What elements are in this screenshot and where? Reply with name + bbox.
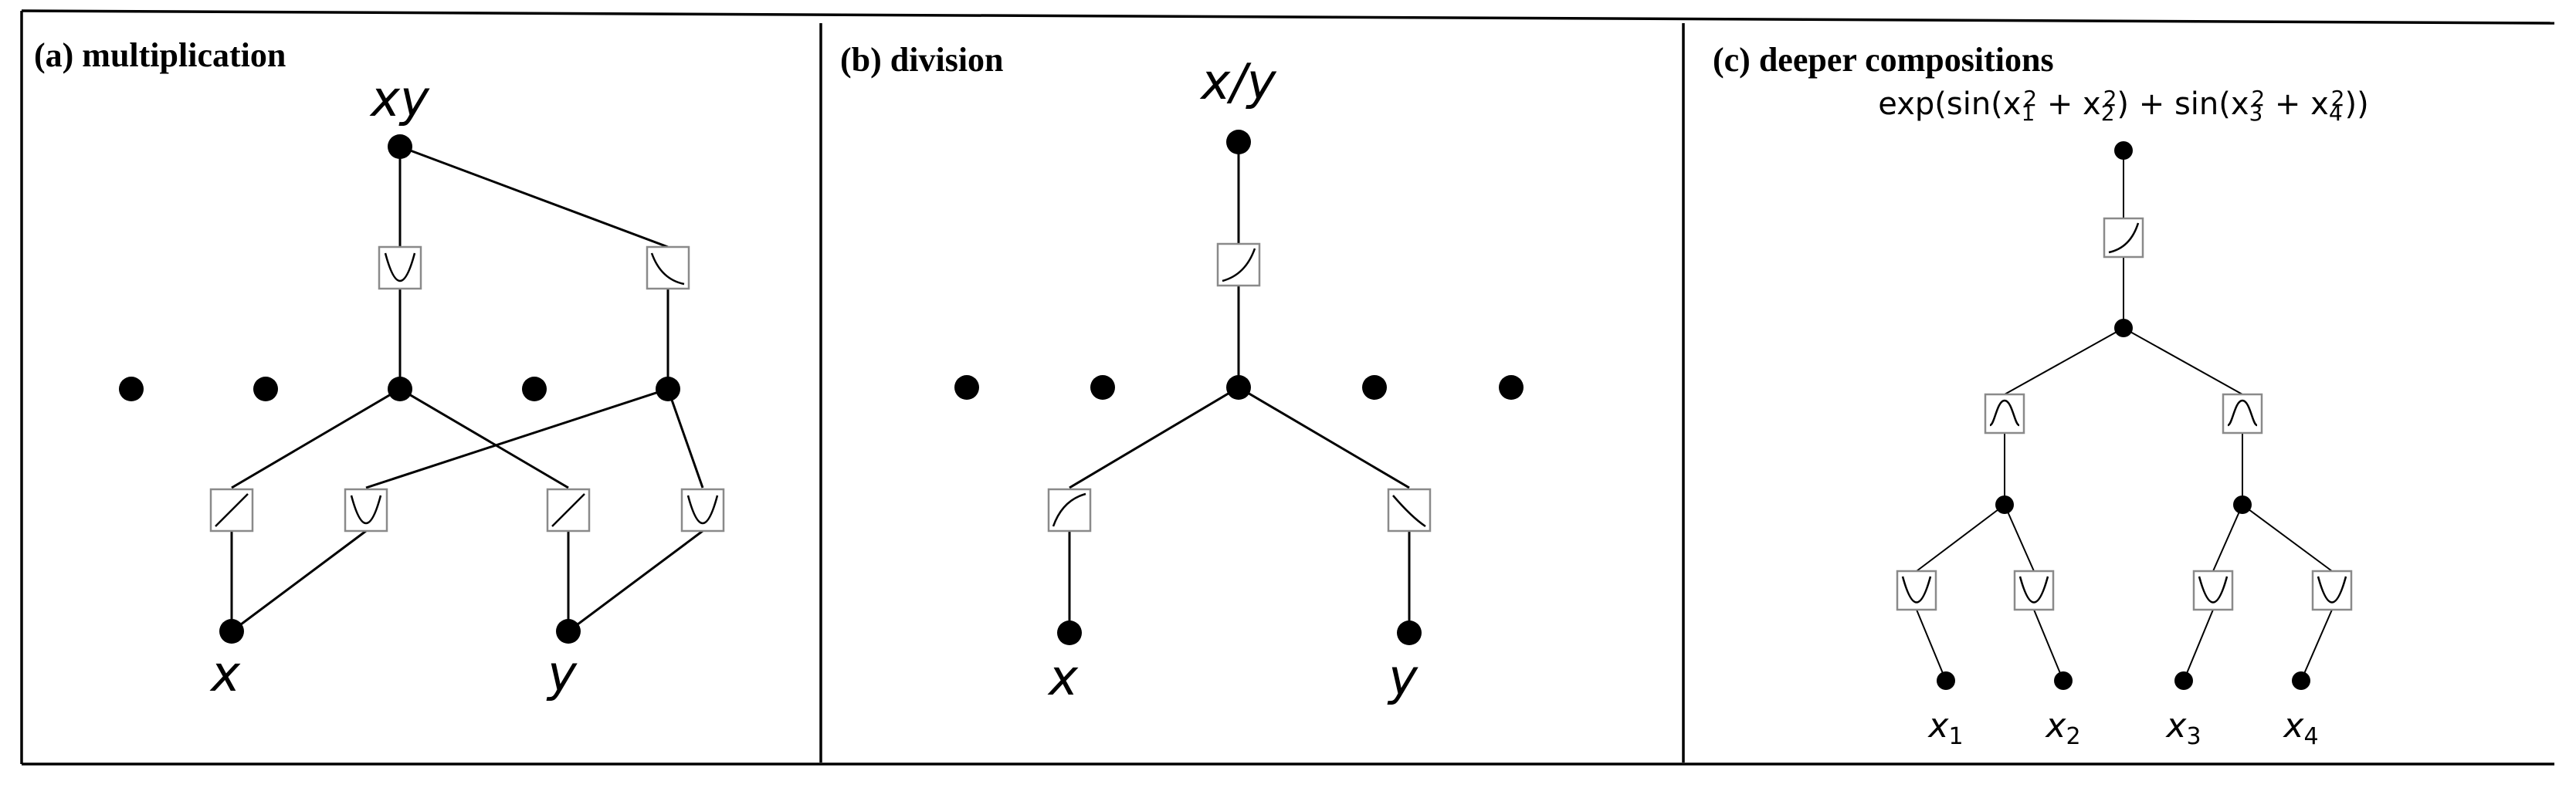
rising-curve-icon: [1052, 492, 1086, 527]
panel-title: (b) division: [840, 41, 1004, 79]
quadratic-icon: [2018, 576, 2049, 604]
panel-deeper-compositions: (c) deeper compositions exp(sin(x12 + x2…: [1713, 41, 2369, 750]
node: [2114, 319, 2133, 337]
input-label-x1: x1: [1927, 706, 1963, 750]
nodes: [1937, 141, 2310, 690]
input-label-x: x: [209, 646, 241, 703]
node: [1937, 671, 1955, 690]
activation-box: [646, 245, 690, 290]
node: [2174, 671, 2193, 690]
node: [2233, 495, 2252, 514]
nodes: [119, 134, 680, 644]
panel-division: (b) division x/y: [840, 41, 1524, 707]
formula: exp(sin(x12 + x22) + sin(x32 + x42)): [1878, 86, 2368, 125]
sine-icon: [1989, 399, 2020, 427]
activation-box: [2013, 570, 2055, 611]
node: [2054, 671, 2073, 690]
activation-box: [2311, 570, 2353, 611]
input-label-x4: x4: [2282, 706, 2318, 750]
activation-box: [1216, 242, 1261, 287]
quadratic-icon: [2317, 576, 2347, 604]
node: [2292, 671, 2310, 690]
quadratic-icon: [2198, 576, 2229, 604]
node: [1499, 375, 1524, 400]
node: [522, 377, 547, 401]
quadratic-icon: [686, 495, 719, 524]
node: [1057, 620, 1082, 645]
quadratic-icon: [350, 495, 382, 524]
edges: [230, 145, 704, 633]
node: [1995, 495, 2014, 514]
node: [1397, 620, 1422, 645]
node: [253, 377, 278, 401]
linear-icon: [551, 493, 585, 527]
figure-frame: [20, 9, 2555, 766]
node: [1226, 375, 1251, 400]
node: [219, 619, 244, 644]
activation-box: [1047, 488, 1092, 533]
node: [2114, 141, 2133, 160]
falling-curve-icon: [1392, 495, 1426, 528]
node: [656, 377, 680, 401]
input-label-y: y: [546, 646, 578, 703]
activation-box: [2192, 570, 2234, 611]
node: [1090, 375, 1115, 400]
node: [1362, 375, 1387, 400]
panel-title: (c) deeper compositions: [1713, 41, 2054, 79]
nodes: [954, 130, 1524, 645]
activation-box: [209, 488, 254, 533]
sine-icon: [2227, 399, 2258, 427]
activation-box: [1984, 393, 2025, 435]
output-label: xy: [369, 71, 430, 128]
falling-curve-icon: [650, 252, 685, 286]
activation-box: [680, 488, 725, 533]
panel-title: (a) multiplication: [34, 36, 286, 74]
activation-box: [546, 488, 591, 533]
activation-box: [378, 245, 422, 290]
edges: [1068, 142, 1411, 633]
linear-icon: [215, 493, 249, 527]
activation-box: [2103, 217, 2144, 259]
panel-multiplication: (a) multiplication xy: [34, 36, 725, 703]
node: [388, 377, 412, 401]
output-label: x/y: [1199, 54, 1276, 111]
input-label-x2: x2: [2044, 706, 2080, 750]
quadratic-icon: [1901, 576, 1932, 604]
activation-box: [2222, 393, 2263, 435]
node: [556, 619, 581, 644]
activation-box: [1896, 570, 1937, 611]
input-label-y: y: [1387, 650, 1418, 707]
quadratic-icon: [384, 252, 416, 282]
input-label-x3: x3: [2164, 706, 2201, 750]
node: [1226, 130, 1251, 154]
node: [119, 377, 144, 401]
activation-box: [344, 488, 388, 533]
activation-box: [1387, 488, 1432, 533]
rising-curve-icon: [1222, 248, 1256, 282]
rising-curve-icon: [2108, 222, 2140, 254]
node: [388, 134, 412, 159]
input-label-x: x: [1047, 650, 1079, 707]
edges: [1916, 150, 2333, 681]
node: [954, 375, 979, 400]
